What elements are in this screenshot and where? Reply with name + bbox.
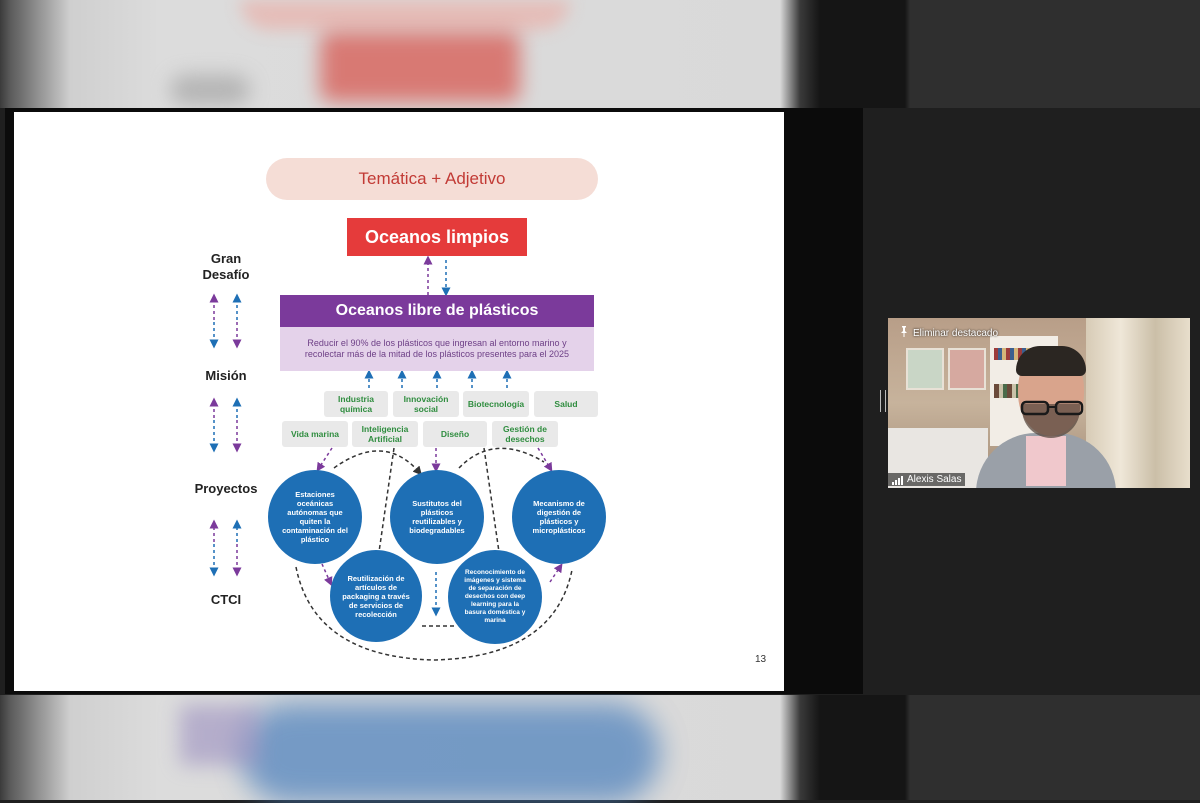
project-circle-estaciones: Estaciones oceánicas autónomas que quite… — [268, 470, 362, 564]
resize-handle[interactable] — [880, 390, 886, 412]
tag-salud: Salud — [534, 391, 598, 417]
level-label-gran-desafio: Gran Desafío — [194, 251, 258, 283]
level-label-gran: Gran — [210, 251, 242, 266]
tag-vida-marina: Vida marina — [282, 421, 348, 447]
tag-industria-quimica: Industria química — [324, 391, 388, 417]
tag-innovacion-social: Innovación social — [393, 391, 459, 417]
presentation-slide: Temática + Adjetivo ↖ Oceanos limpios — [14, 112, 784, 691]
speaker-video-tile[interactable] — [888, 318, 1190, 488]
project-circle-reconocimiento: Reconocimiento de imágenes y sistema de … — [448, 550, 542, 644]
gallery-background-bottom — [0, 695, 1200, 803]
slide-page-number: 13 — [755, 654, 767, 665]
level-label-ctci: CTCI — [210, 592, 242, 607]
level-label-desafio: Desafío — [202, 267, 250, 282]
level-label-proyectos: Proyectos — [194, 481, 258, 496]
project-circle-sustitutos: Sustitutos del plásticos reutilizables y… — [390, 470, 484, 564]
mission-title-bar: Oceanos libre de plásticos — [280, 295, 594, 327]
participant-name-tag: Alexis Salas — [888, 473, 966, 486]
diagram-connectors — [209, 255, 573, 661]
tag-biotecnologia: Biotecnología — [463, 391, 529, 417]
wall-picture — [906, 348, 944, 390]
unpin-label: Eliminar destacado — [913, 327, 999, 339]
mission-description: Reducir el 90% de los plásticos que ingr… — [280, 327, 594, 371]
gallery-background-top — [0, 0, 1200, 108]
participant-name: Alexis Salas — [907, 474, 962, 485]
level-label-mision: Misión — [205, 368, 247, 383]
project-circle-reutilizacion: Reutilización de artículos de packaging … — [330, 550, 422, 642]
wall-picture — [948, 348, 986, 390]
project-circle-mecanismo: Mecanismo de digestión de plásticos y mi… — [512, 470, 606, 564]
grand-challenge-box: Oceanos limpios — [347, 218, 527, 256]
glasses — [1020, 400, 1084, 416]
tag-inteligencia-artificial: Inteligencia Artificial — [352, 421, 418, 447]
unpin-button[interactable]: Eliminar destacado — [899, 326, 998, 340]
signal-bars-icon — [892, 475, 903, 485]
tag-gestion-desechos: Gestión de desechos — [492, 421, 558, 447]
slide-title: Temática + Adjetivo — [266, 158, 598, 200]
pin-icon — [899, 326, 909, 340]
tag-diseno: Diseño — [423, 421, 487, 447]
